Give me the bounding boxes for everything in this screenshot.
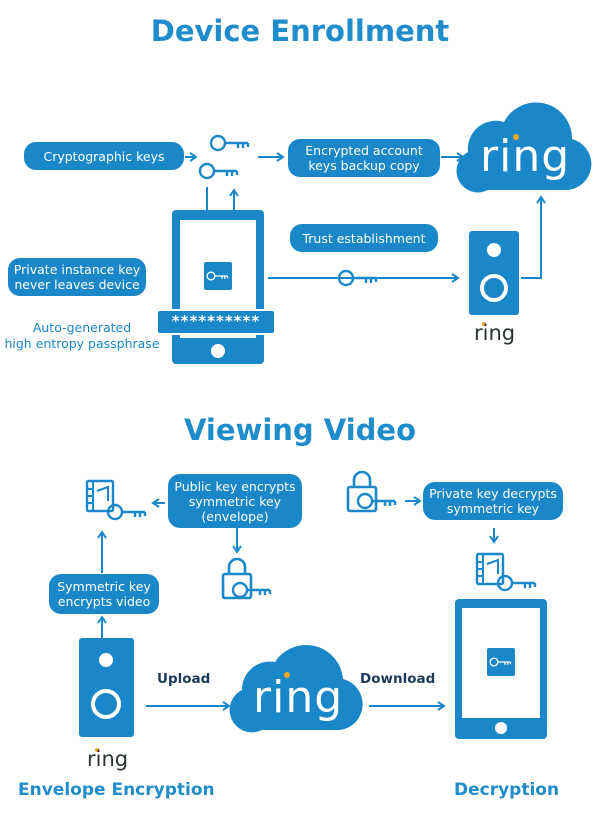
label-decryption: Decryption bbox=[454, 780, 560, 800]
label-public-key-encrypts: Public key encrypts symmetric key (envel… bbox=[168, 474, 302, 528]
cloud-icon bbox=[456, 102, 592, 193]
label-private-instance-key: Private instance key never leaves device bbox=[8, 258, 146, 296]
passphrase-field bbox=[156, 309, 276, 335]
label-symmetric-key-encrypts: Symmetric key encrypts video bbox=[49, 574, 159, 614]
cloud-brand-label: ring bbox=[480, 131, 571, 182]
cloud-icon bbox=[229, 645, 363, 733]
label-upload: Upload bbox=[157, 671, 211, 687]
section-title-enrollment: Device Enrollment bbox=[150, 14, 450, 48]
label-download: Download bbox=[360, 671, 436, 687]
label-cryptographic-keys: Cryptographic keys bbox=[24, 142, 184, 170]
ring-accent-dot bbox=[284, 672, 290, 678]
label-encrypted-backup: Encrypted account keys backup copy bbox=[288, 139, 440, 177]
section-title-viewing: Viewing Video bbox=[184, 413, 416, 447]
ring-accent-dot bbox=[95, 748, 99, 752]
doorbell-brand-label: ring bbox=[87, 747, 129, 771]
label-trust-establishment: Trust establishment bbox=[290, 224, 438, 252]
chip-icon bbox=[477, 638, 525, 686]
doorbell-icon bbox=[79, 638, 134, 737]
doorbell-brand-label: ring bbox=[474, 321, 516, 345]
cloud-brand-label: ring bbox=[253, 672, 344, 723]
chip-icon bbox=[194, 252, 242, 300]
label-passphrase: Auto-generated high entropy passphrase bbox=[4, 320, 160, 351]
ring-accent-dot bbox=[482, 322, 486, 326]
key-icon bbox=[209, 134, 250, 152]
ring-accent-dot bbox=[513, 134, 519, 140]
doorbell-icon bbox=[469, 231, 519, 315]
key-icon bbox=[198, 162, 239, 180]
arrow-icon bbox=[521, 195, 546, 279]
label-private-key-decrypts: Private key decrypts symmetric key bbox=[423, 482, 563, 520]
passphrase-mask: ********** bbox=[171, 312, 261, 330]
label-envelope-encryption: Envelope Encryption bbox=[18, 780, 215, 800]
